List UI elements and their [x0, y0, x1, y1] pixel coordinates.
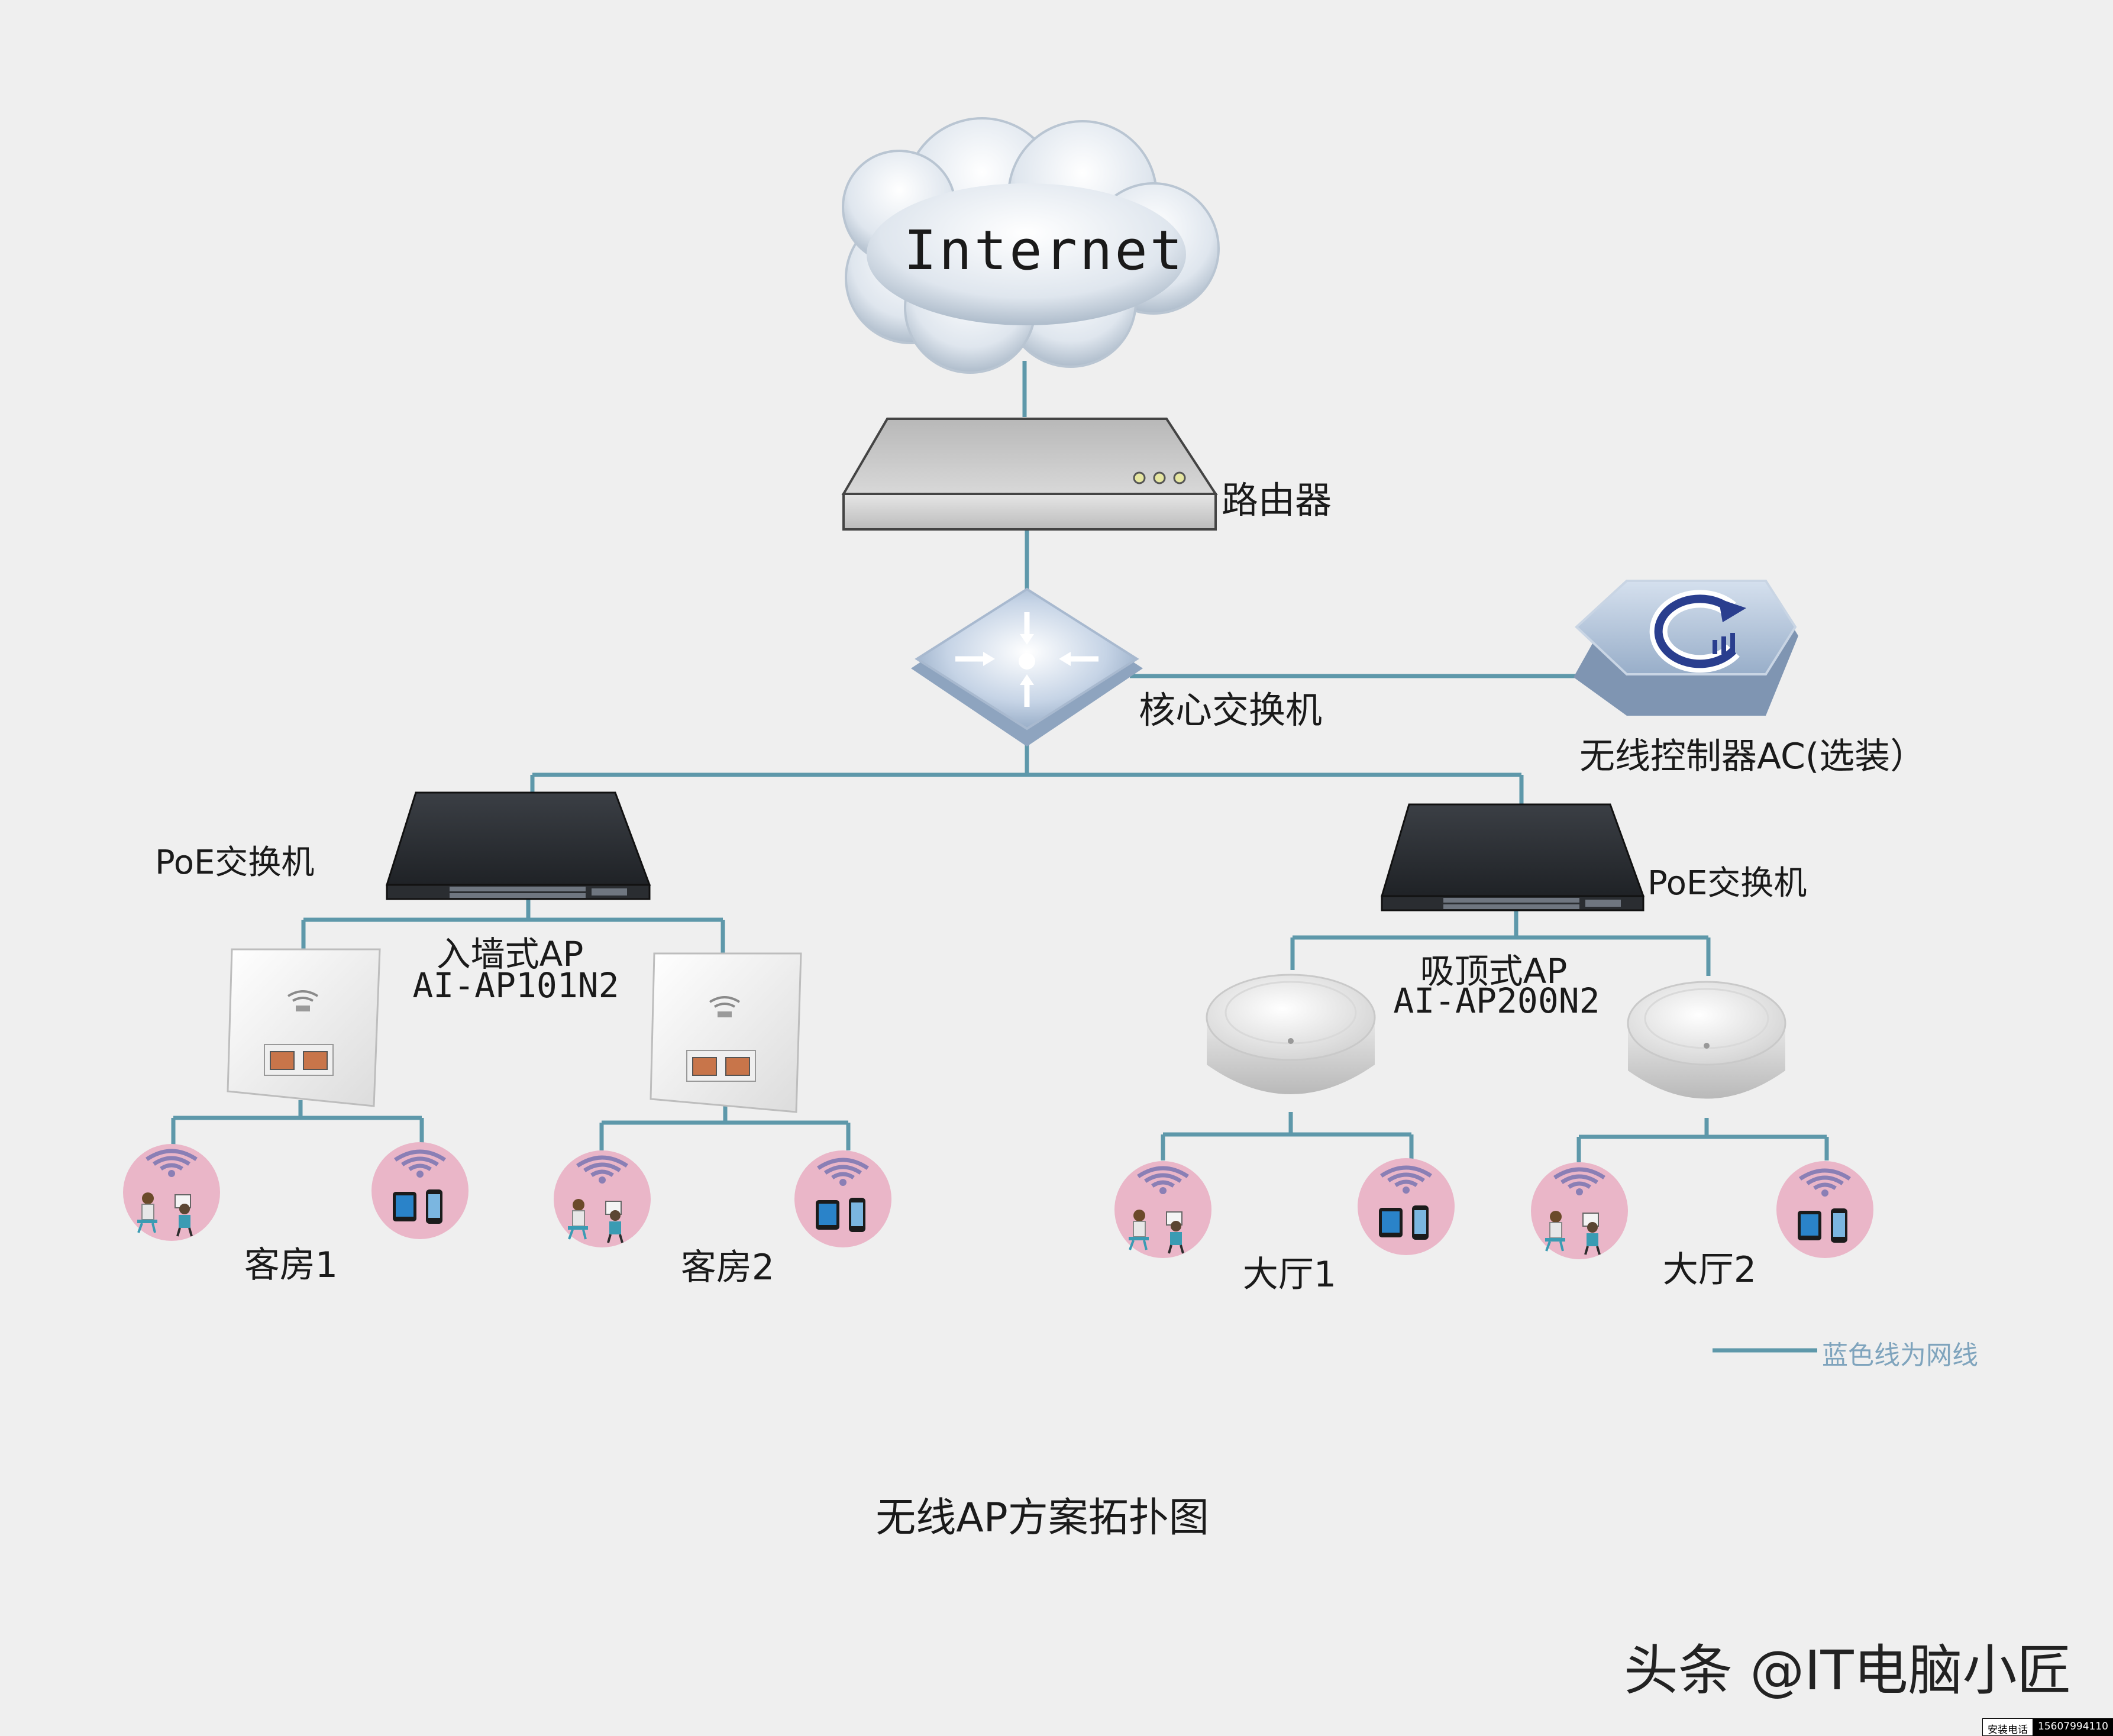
ceiling-ap-icon-2: [1627, 981, 1786, 1099]
phone-badge-number: 15607994110: [2033, 1718, 2113, 1736]
ceiling-ap-model: AI-AP200N2: [1393, 981, 1600, 1021]
network-cables: [171, 361, 1829, 1353]
phone-badge: 安装电话 15607994110: [1982, 1718, 2113, 1736]
router-label: 路由器: [1222, 479, 1332, 522]
wall-ap-title: 入墙式AP: [436, 934, 584, 974]
ceiling-ap-title: 吸顶式AP: [1420, 951, 1568, 991]
client-users-icon-room2: [554, 1150, 651, 1247]
legend-text: 蓝色线为网线: [1822, 1340, 1978, 1370]
wall-ap-model: AI-AP101N2: [412, 965, 619, 1006]
router-icon: [841, 418, 1218, 531]
poe-switch-left-icon: [385, 791, 651, 900]
controller-label: 无线控制器AC(选装）: [1579, 736, 1926, 777]
client-users-icon-hall2: [1531, 1162, 1628, 1259]
client-devices-icon-hall2: [1776, 1161, 1873, 1258]
zone-label-room1: 客房1: [244, 1244, 338, 1286]
poe-switch-left-label: PoE交换机: [155, 843, 315, 882]
internet-label: Internet: [904, 219, 1185, 282]
client-users-icon-room1: [123, 1144, 220, 1241]
zone-label-hall2: 大厅2: [1662, 1249, 1757, 1291]
zone-label-hall1: 大厅1: [1242, 1254, 1337, 1295]
client-devices-icon-room1: [371, 1142, 469, 1239]
internet-cloud-icon: [842, 117, 1220, 374]
zone-label-room2: 客房2: [680, 1247, 775, 1288]
watermark: 头条 @IT电脑小匠: [1624, 1639, 2072, 1702]
core-switch-icon: [911, 587, 1143, 746]
poe-switch-right-label: PoE交换机: [1647, 864, 1807, 903]
client-users-icon-hall1: [1114, 1161, 1211, 1258]
client-devices-icon-hall1: [1358, 1158, 1455, 1255]
ceiling-ap-icon-1: [1206, 974, 1376, 1094]
core-switch-label: 核心交换机: [1139, 688, 1323, 732]
wall-ap-icon-1: [227, 948, 381, 1107]
phone-badge-label: 安装电话: [1982, 1718, 2034, 1736]
diagram-caption: 无线AP方案拓扑图: [875, 1495, 1209, 1541]
wireless-controller-icon: [1574, 580, 1798, 716]
client-devices-icon-room2: [794, 1150, 891, 1247]
wall-ap-icon-2: [650, 952, 802, 1113]
poe-switch-right-icon: [1380, 803, 1645, 911]
